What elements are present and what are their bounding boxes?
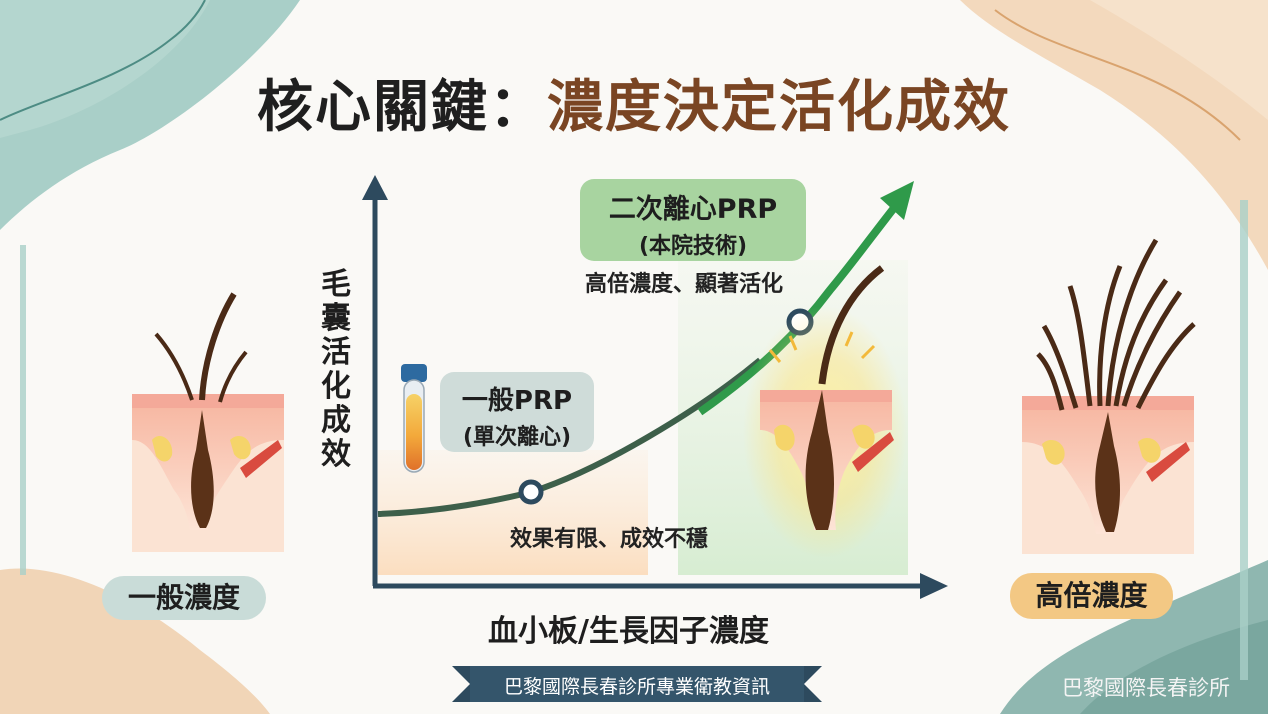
y-axis-label: 毛囊活化成效: [321, 267, 351, 472]
test-tube-icon: [401, 364, 427, 473]
hair-follicle-normal-illustration: [132, 292, 284, 552]
title-part2: 濃度決定活化成效: [547, 75, 1011, 140]
page-title: 核心關鍵：濃度決定活化成效: [0, 62, 1268, 143]
double-prp-badge: 二次離心PRP (本院技術): [580, 179, 806, 261]
y-axis-arrow: [362, 175, 388, 200]
footer-brand: 巴黎國際長春診所: [1062, 676, 1230, 700]
effect-curve-lower: [377, 357, 762, 517]
normal-prp-name: 一般PRP: [461, 386, 573, 416]
effect-curve-arrow: [880, 181, 914, 220]
x-axis-arrow: [920, 573, 948, 599]
normal-prp-note: 效果有限、成效不穩: [510, 527, 709, 552]
normal-prp-badge: 一般PRP (單次離心): [440, 372, 594, 452]
double-prp-note: 高倍濃度、顯著活化: [585, 272, 784, 297]
footer-ribbon-text: 巴黎國際長春診所專業衛教資訊: [503, 676, 770, 698]
point-normal-prp: [518, 479, 544, 505]
label-high-concentration: 高倍濃度: [1010, 573, 1173, 619]
effect-curve-upper: [697, 200, 902, 416]
hair-follicle-activated-illustration: [743, 265, 907, 558]
double-prp-name: 二次離心PRP: [608, 194, 778, 225]
hair-follicle-high-illustration: [1022, 238, 1196, 554]
normal-prp-sub: (單次離心): [462, 425, 572, 450]
label-normal-concentration: 一般濃度: [102, 576, 266, 620]
x-axis-label: 血小板/生長因子濃度: [488, 614, 769, 649]
title-part1: 核心關鍵：: [257, 75, 547, 140]
footer-ribbon: 巴黎國際長春診所專業衛教資訊: [452, 664, 822, 704]
double-prp-sub: (本院技術): [638, 234, 748, 259]
ribbon-shape: [452, 666, 822, 702]
